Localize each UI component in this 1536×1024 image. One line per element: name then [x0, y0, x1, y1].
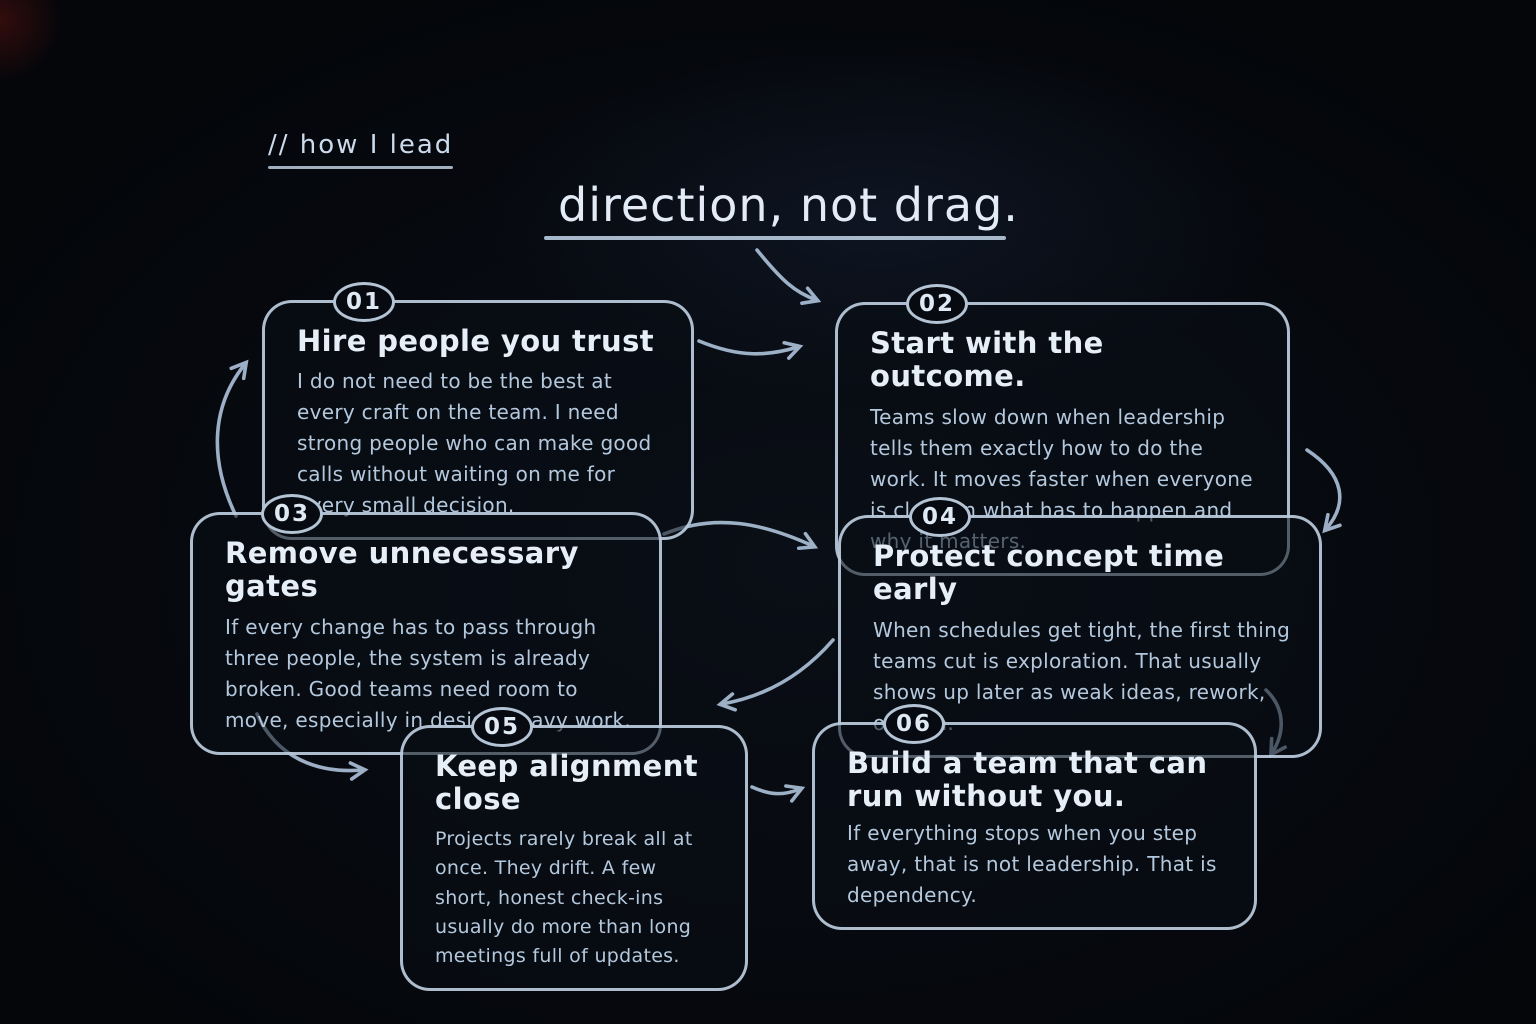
- card-05-badge: 05: [471, 707, 534, 747]
- eyebrow-underline: [268, 166, 454, 169]
- eyebrow-label: // how I lead: [268, 130, 454, 160]
- arrow-card-03-to-card-01: [215, 359, 249, 518]
- card-06-body: If everything stops when you step away, …: [847, 820, 1217, 907]
- card-03-title: Remove unnecessary gates: [225, 536, 579, 604]
- card-05-body: Projects rarely break all at once. They …: [435, 827, 693, 968]
- card-05-title: Keep alignment close: [435, 749, 699, 817]
- arrow-title-to-card-02: [755, 248, 822, 306]
- card-04: 04 Protect concept time early When sched…: [838, 497, 1322, 758]
- page-title: direction, not drag.: [558, 178, 1019, 232]
- card-04-title: Protect concept time early: [873, 539, 1225, 607]
- arrow-card-01-to-card-02: [697, 339, 804, 360]
- card-04-badge: 04: [909, 497, 972, 537]
- arrow-card-05-to-card-06: [750, 784, 806, 803]
- card-06-badge: 06: [883, 704, 946, 744]
- card-05: 05 Keep alignment close Projects rarely …: [400, 707, 748, 991]
- card-03-badge: 03: [261, 494, 324, 534]
- arrow-card-04-to-card-05: [716, 638, 835, 712]
- card-01-badge: 01: [333, 282, 396, 322]
- card-06-title: Build a team that can run without you.: [847, 746, 1208, 814]
- eyebrow: // how I lead: [268, 130, 454, 169]
- arrow-card-02-to-card-04: [1305, 448, 1342, 534]
- page-title-underline: [544, 236, 1006, 240]
- card-01-body: I do not need to be the best at every cr…: [297, 369, 652, 518]
- card-01-title: Hire people you trust: [297, 324, 654, 358]
- card-02-badge: 02: [906, 284, 969, 324]
- card-03: 03 Remove unnecessary gates If every cha…: [190, 494, 662, 755]
- card-06: 06 Build a team that can run without you…: [812, 704, 1257, 930]
- page-title-block: direction, not drag.: [544, 178, 1019, 240]
- card-02-title: Start with the outcome.: [870, 326, 1104, 394]
- card-03-body: If every change has to pass through thre…: [225, 614, 631, 732]
- card-01: 01 Hire people you trust I do not need t…: [262, 282, 694, 541]
